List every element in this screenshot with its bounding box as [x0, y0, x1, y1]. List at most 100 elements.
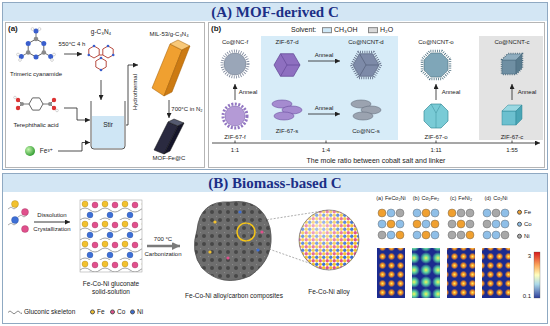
arrow-label: Hydrothermal — [131, 73, 138, 111]
g-c3n4-network — [96, 58, 106, 70]
co-ncnt-d-crystal — [351, 52, 381, 78]
terephthalic-acid-molecule — [56, 109, 59, 112]
node-title: ZIF-67-c — [501, 134, 524, 141]
mil53-crystal — [152, 40, 190, 96]
lattice-model — [431, 220, 439, 228]
arrow-label: Anneal — [517, 89, 538, 96]
particle-node: Co@NC-f — [212, 38, 258, 84]
node-title: Fe-Co-Ni gluconate solid-solution — [77, 280, 145, 295]
legend-item: Fe — [517, 209, 531, 216]
particle-node: Co@NCNT-d — [340, 38, 392, 84]
annotation: 1:11 — [429, 147, 442, 154]
g-c3n4-network — [100, 57, 103, 60]
legend-item: H₂O — [368, 26, 393, 34]
legend-item: CH₃OH — [322, 26, 357, 34]
annotation: 3 — [527, 253, 532, 260]
node-title: Co@NCNT-d — [348, 39, 383, 46]
lattice-model — [422, 209, 430, 217]
trimeric-cyanamide-molecule — [51, 59, 54, 62]
node-title: ZIF-67-d — [275, 39, 298, 46]
legend-swatch — [90, 309, 95, 314]
material-node: Fe-Co-Ni alloy — [292, 200, 366, 296]
node-label: Co@NC-s — [352, 128, 379, 135]
co-ncnt-o-crystal — [422, 51, 450, 79]
node-label: (B) Biomass-based C — [208, 174, 341, 192]
ratio-axis — [235, 141, 236, 144]
node-label: FeCo₂Ni — [385, 195, 406, 201]
node-label: (b) — [413, 195, 420, 201]
zif67-s-sheets — [272, 100, 302, 120]
color-bar — [534, 252, 540, 298]
lattice-model — [431, 231, 439, 239]
carbon-composite — [226, 256, 229, 259]
beaker — [91, 101, 125, 149]
node-title: (B) Biomass-based C — [3, 174, 547, 192]
arrow-label: 550°C 4 h — [58, 41, 87, 48]
zif67-c-cube — [516, 105, 522, 125]
process-arrow — [64, 108, 90, 120]
node-title: ZIF-67-o — [424, 134, 447, 141]
legend-swatch — [517, 234, 522, 239]
trimeric-cyanamide-molecule — [26, 50, 31, 55]
node-label: (A) MOF-derived C — [211, 3, 338, 21]
node-label: (a) — [376, 195, 383, 201]
co-ncnt-c-cube — [502, 60, 516, 74]
arrow-label: Anneal — [238, 89, 259, 96]
legend-swatch — [130, 309, 135, 314]
legend-text: Co — [117, 308, 125, 315]
lattice-model — [378, 231, 386, 239]
trimeric-cyanamide-molecule — [34, 37, 39, 42]
zif67-o-crystal — [424, 104, 448, 128]
color-bar — [534, 252, 540, 298]
lattice-model — [448, 220, 456, 228]
zif67-f-particle — [223, 104, 247, 128]
lattice-model — [422, 231, 430, 239]
legend-swatch — [517, 210, 522, 215]
trimeric-cyanamide-molecule — [28, 39, 44, 57]
co-ncnt-o-crystal — [424, 53, 448, 77]
process-arrow — [126, 65, 138, 125]
metal-ions — [22, 209, 29, 216]
co-nc-f-particle — [222, 51, 248, 77]
beaker-node: Stir — [90, 100, 126, 150]
node-title: Co@NC-f — [222, 39, 248, 46]
trimeric-cyanamide-molecule — [34, 29, 39, 34]
process-arrow — [512, 84, 513, 100]
lattice-model — [448, 209, 456, 217]
lattice-model — [466, 209, 474, 217]
lattice-model — [492, 220, 500, 228]
trimeric-cyanamide-molecule — [31, 28, 34, 31]
molecule-node: Terephthalic acid — [8, 86, 64, 130]
alloy-sphere — [299, 210, 359, 270]
density-map — [447, 248, 475, 298]
particle-node: ZIF-67-f — [212, 100, 258, 142]
node-title: g-C₃N₄ — [91, 28, 111, 35]
node-title: Co@NCNT-c — [494, 39, 529, 46]
trimeric-cyanamide-molecule — [17, 28, 56, 62]
node-title: Fe-Co-Ni alloy — [308, 288, 350, 295]
node-title: MIL-53/g-C₃N₄ — [149, 31, 188, 38]
density-map — [482, 248, 510, 298]
carbon-composite — [194, 202, 271, 281]
particle-node: ZIF-67-s — [266, 92, 308, 136]
node-label: ZIF-67-s — [276, 128, 299, 135]
ratio-axis — [326, 141, 327, 144]
g-c3n4-network — [103, 46, 113, 58]
gluconate-lattice — [80, 200, 142, 272]
lattice-model — [378, 220, 386, 228]
zif67-f-particle — [223, 104, 247, 128]
node-title: (b) — [211, 24, 221, 33]
zif67-s-sheets — [274, 112, 294, 120]
co-ncnt-c-cube — [502, 54, 522, 74]
subpanel-box: Trimeric cyanamideg-C₃N₄Terephthalic aci… — [5, 22, 205, 168]
ion-node: Fe³⁺ — [20, 140, 58, 162]
process-arrow — [308, 114, 340, 115]
lattice-model — [378, 209, 386, 217]
node-label: FeNi₂ — [458, 195, 472, 201]
arrow-label: 700 °C — [153, 236, 173, 243]
co-ncnt-o-crystal — [422, 51, 450, 79]
zif67-f-particle — [225, 106, 245, 126]
